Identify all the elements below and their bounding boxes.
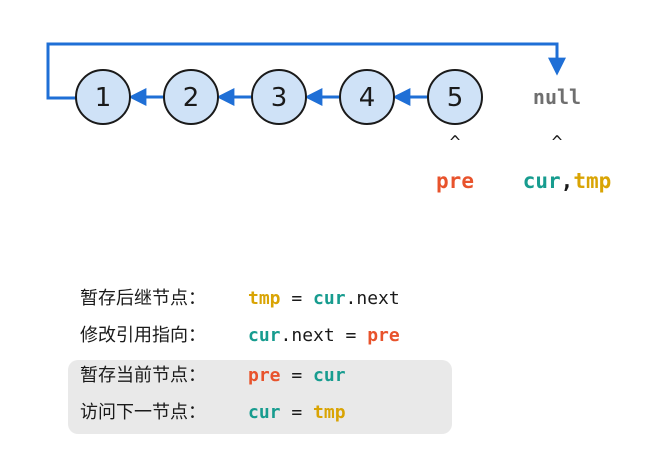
step-code: cur.next = pre bbox=[248, 325, 400, 346]
node-circle-3 bbox=[251, 69, 307, 125]
node-label-2: 2 bbox=[183, 83, 200, 113]
step-row-2: 修改引用指向： cur.next = pre bbox=[80, 325, 400, 346]
list-node-4: 4 bbox=[339, 69, 395, 125]
list-node-1: 1 bbox=[75, 69, 131, 125]
step-code: tmp = cur.next bbox=[248, 288, 400, 309]
pre-caret: ^ bbox=[450, 132, 461, 153]
tmp-pointer-text: tmp bbox=[573, 169, 611, 193]
step-row-4: 访问下一节点： cur = tmp bbox=[80, 402, 346, 423]
code-token-plain: = bbox=[281, 288, 314, 309]
list-nodes: 1 2 3 4 5 bbox=[75, 69, 483, 125]
cur-tmp-pointer-label: cur,tmp bbox=[523, 169, 612, 193]
highlighted-steps-box bbox=[68, 360, 452, 434]
step-caption: 访问下一节点： bbox=[80, 402, 206, 423]
code-token-pre: pre bbox=[248, 365, 281, 386]
code-token-pre: pre bbox=[367, 325, 400, 346]
cur-caret: ^ bbox=[552, 132, 563, 153]
node-label-5: 5 bbox=[447, 83, 464, 113]
null-label: null bbox=[533, 85, 581, 109]
code-token-cur: cur bbox=[248, 402, 281, 423]
node-label-3: 3 bbox=[271, 83, 288, 113]
code-token-plain: = bbox=[281, 402, 314, 423]
node-circle-4 bbox=[339, 69, 395, 125]
step-code: pre = cur bbox=[248, 365, 346, 386]
code-token-tmp: tmp bbox=[248, 288, 281, 309]
code-token-cur: cur bbox=[248, 325, 281, 346]
code-token-tmp: tmp bbox=[313, 402, 346, 423]
cur-pointer-text: cur bbox=[523, 169, 561, 193]
code-token-plain: .next bbox=[346, 288, 400, 309]
node-circle-2 bbox=[163, 69, 219, 125]
step-caption: 修改引用指向： bbox=[80, 325, 206, 346]
step-caption: 暂存当前节点： bbox=[80, 365, 206, 386]
code-token-plain: = bbox=[281, 365, 314, 386]
node-label-4: 4 bbox=[359, 83, 376, 113]
node-label-1: 1 bbox=[95, 83, 112, 113]
step-caption: 暂存后继节点： bbox=[80, 288, 206, 309]
step-code: cur = tmp bbox=[248, 402, 346, 423]
step-row-3: 暂存当前节点： pre = cur bbox=[80, 365, 346, 386]
code-token-plain: .next = bbox=[281, 325, 368, 346]
pointer-comma: , bbox=[561, 169, 574, 193]
step-row-1: 暂存后继节点： tmp = cur.next bbox=[80, 288, 400, 309]
list-node-2: 2 bbox=[163, 69, 219, 125]
node1-to-null-arrow bbox=[46, 42, 566, 100]
code-token-cur: cur bbox=[313, 288, 346, 309]
node-circle-5 bbox=[427, 69, 483, 125]
list-node-5: 5 bbox=[427, 69, 483, 125]
list-node-3: 3 bbox=[251, 69, 307, 125]
node-circle-1 bbox=[75, 69, 131, 125]
code-token-cur: cur bbox=[313, 365, 346, 386]
pre-pointer-label: pre bbox=[436, 169, 474, 193]
